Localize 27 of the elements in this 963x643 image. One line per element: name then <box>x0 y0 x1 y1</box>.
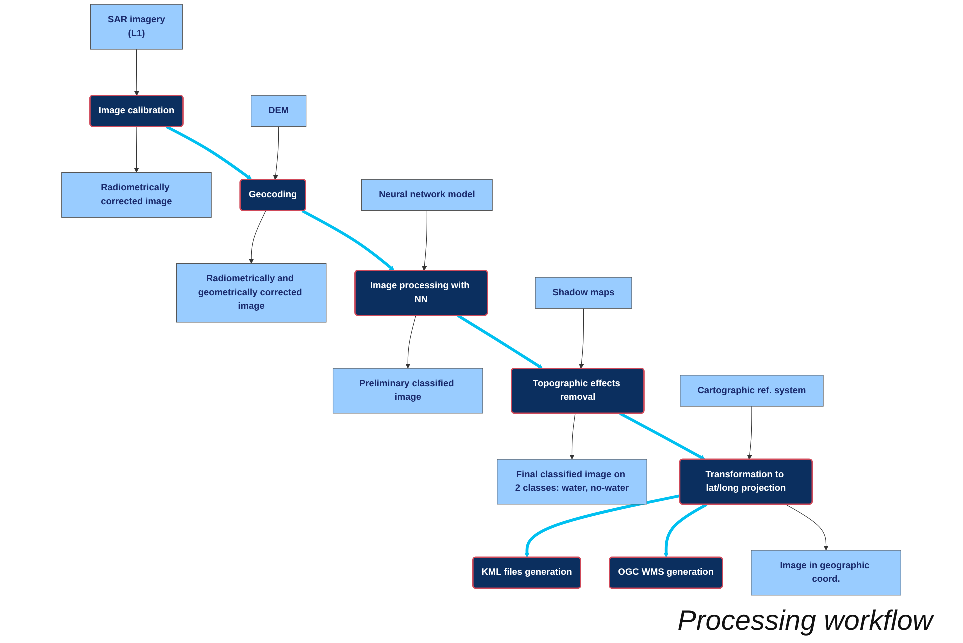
arrow <box>620 412 706 460</box>
arrow <box>422 210 428 272</box>
arrow <box>302 210 395 272</box>
caption: Processing workflow <box>678 605 933 637</box>
arrow <box>664 503 708 558</box>
arrow <box>166 126 252 180</box>
node-box: Shadow maps <box>535 277 632 309</box>
arrow <box>786 504 829 551</box>
arrow <box>524 494 681 558</box>
node-box: Cartographic ref. system <box>680 375 824 407</box>
node-box: SAR imagery (L1) <box>90 4 183 50</box>
arrow <box>134 126 140 173</box>
node-box: Final classified image on 2 classes: water, no-water <box>497 459 648 505</box>
arrow <box>273 126 280 180</box>
arrow <box>134 49 140 96</box>
arrow <box>747 406 752 460</box>
arrow <box>406 316 416 369</box>
node-box: DEM <box>251 95 307 127</box>
node-box: Radiometrically and geometrically corrected image <box>176 263 327 323</box>
arrow <box>570 413 576 460</box>
node-box: Preliminary classified image <box>332 368 484 414</box>
node-box: Image in geographic coord. <box>751 550 902 596</box>
arrow <box>457 314 544 370</box>
node-box: Radiometrically corrected image <box>62 172 212 218</box>
arrow <box>579 308 584 370</box>
arrow <box>249 210 266 264</box>
node-box: Neural network model <box>362 179 493 212</box>
